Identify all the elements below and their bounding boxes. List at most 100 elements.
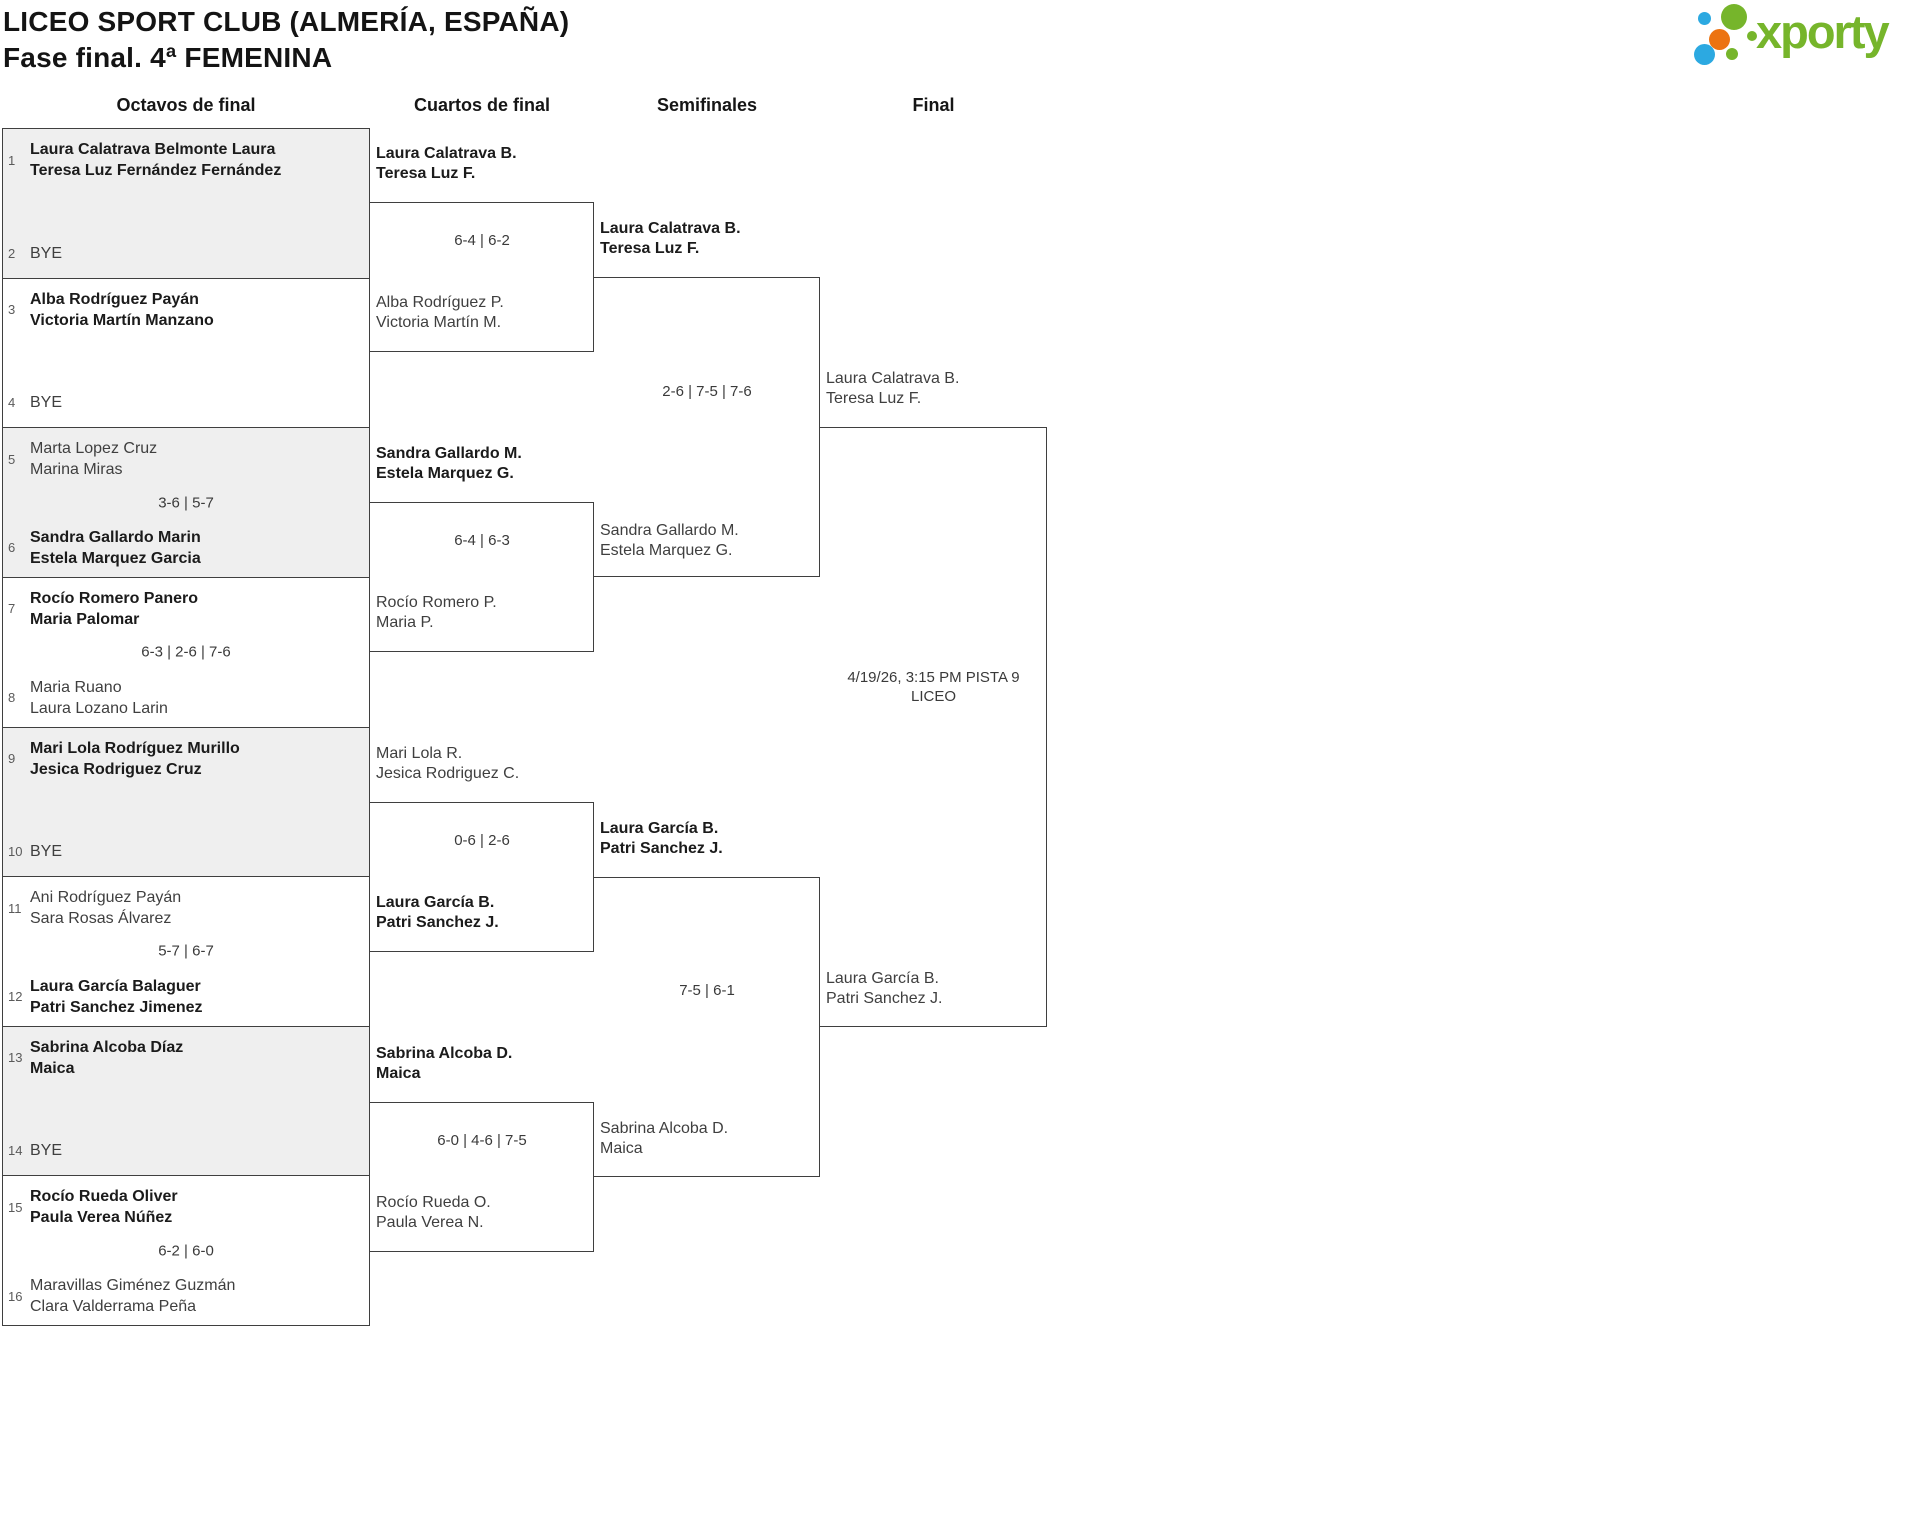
seed-number: 10: [8, 844, 23, 860]
team-name: BYE: [30, 843, 63, 861]
qf4-team-top: Sabrina Alcoba D.Maica: [376, 1045, 513, 1082]
qf2-team-bottom: Rocío Romero P.Maria P.: [376, 594, 497, 631]
team-name: BYE: [30, 244, 63, 262]
qf3-team-bottom: Laura García B.Patri Sanchez J.: [376, 894, 499, 931]
qf-match-box-1: [370, 202, 594, 352]
qf1-team-top: Laura Calatrava B.Teresa Luz F.: [376, 145, 517, 182]
seed-number: 8: [8, 690, 16, 705]
seed-number: 14: [8, 1143, 23, 1159]
logo-wordmark: xporty: [1756, 5, 1890, 58]
seed-number: 5: [8, 451, 16, 467]
seed-number: 12: [8, 989, 23, 1005]
logo-dot-green-large: [1721, 4, 1747, 30]
sf-match-box-2: [594, 877, 820, 1177]
r16-slot-14: 14 BYE: [3, 1140, 369, 1161]
logo-dot-green-tiny: [1747, 31, 1757, 41]
logo-dot-blue-small: [1698, 12, 1711, 25]
r16-slot-2: 2 BYE: [3, 243, 369, 264]
seed-number: 2: [8, 245, 16, 261]
qf2-score: 6-4 | 6-3: [454, 532, 510, 549]
sf1-team-bottom: Sandra Gallardo M.Estela Marquez G.: [600, 522, 739, 559]
round-header-final: Final: [912, 95, 955, 115]
logo-dot-green-small: [1726, 48, 1738, 60]
round-header-qf: Cuartos de final: [413, 95, 551, 115]
qf-match-box-4: [370, 1102, 594, 1252]
seed-number: 4: [8, 395, 16, 411]
qf3-team-top: Mari Lola R.Jesica Rodriguez C.: [376, 745, 520, 782]
seed-number: 1: [8, 152, 16, 168]
logo-dot-orange: [1709, 29, 1730, 50]
logo-dot-blue-large: [1694, 44, 1715, 65]
final-match-box: [820, 427, 1047, 1027]
phase-title: Fase final. 4ª FEMENINA: [3, 42, 333, 73]
final-team-top: Laura Calatrava B.Teresa Luz F.: [826, 370, 960, 407]
match-score: 6-3 | 2-6 | 7-6: [141, 643, 231, 661]
match-score: 3-6 | 5-7: [158, 494, 214, 512]
sf1-team-top: Laura Calatrava B.Teresa Luz F.: [600, 220, 741, 257]
match-score: 6-2 | 6-0: [158, 1242, 214, 1260]
round-header-r16: Octavos de final: [116, 95, 256, 115]
qf1-score: 6-4 | 6-2: [454, 232, 510, 249]
seed-number: 11: [8, 900, 22, 916]
seed-number: 7: [8, 601, 16, 617]
qf4-score: 6-0 | 4-6 | 7-5: [437, 1132, 527, 1149]
sf2-team-bottom: Sabrina Alcoba D.Maica: [600, 1120, 729, 1157]
r16-slot-10: 10 BYE: [3, 841, 369, 862]
club-title: LICEO SPORT CLUB (ALMERÍA, ESPAÑA): [3, 6, 570, 37]
page-title: LICEO SPORT CLUB (ALMERÍA, ESPAÑA) Fase …: [3, 4, 569, 76]
seed-number: 9: [8, 751, 16, 766]
seed-number: 3: [8, 302, 16, 318]
round-header-sf: Semifinales: [656, 95, 758, 115]
qf3-score: 0-6 | 2-6: [454, 832, 510, 849]
team-name: BYE: [30, 394, 63, 412]
seed-number: 15: [8, 1199, 23, 1215]
team-name: BYE: [30, 1142, 63, 1160]
seed-number: 16: [8, 1288, 23, 1304]
sf1-score: 2-6 | 7-5 | 7-6: [662, 383, 752, 400]
match-score: 5-7 | 6-7: [158, 942, 214, 960]
final-team-bottom: Laura García B.Patri Sanchez J.: [826, 970, 943, 1007]
sf2-team-top: Laura García B.Patri Sanchez J.: [600, 820, 723, 857]
seed-number: 13: [8, 1050, 23, 1066]
sf2-score: 7-5 | 6-1: [679, 982, 735, 999]
qf-match-box-2: [370, 502, 594, 652]
r16-slot-4: 4 BYE: [3, 392, 369, 413]
sf-match-box-1: [594, 277, 820, 577]
seed-number: 6: [8, 540, 16, 556]
qf-match-box-3: [370, 802, 594, 952]
qf4-team-bottom: Rocío Rueda O.Paula Verea N.: [376, 1194, 491, 1231]
